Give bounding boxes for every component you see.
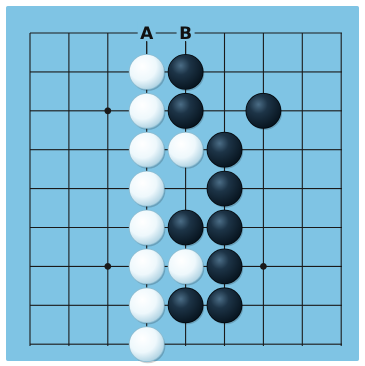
stone-body xyxy=(129,171,164,206)
stone-body xyxy=(207,171,242,206)
star-point xyxy=(104,107,111,114)
stone-body xyxy=(207,210,242,245)
column-label-b: B xyxy=(179,24,192,44)
stone-body xyxy=(129,327,164,362)
stone-body xyxy=(207,288,242,323)
star-point xyxy=(260,263,267,270)
star-point xyxy=(104,263,111,270)
stone-body xyxy=(129,249,164,284)
stone-body xyxy=(168,249,203,284)
stone-body xyxy=(168,288,203,323)
stone-body xyxy=(168,54,203,89)
column-label-a: A xyxy=(140,24,154,44)
stone-body xyxy=(246,93,281,128)
stone-body xyxy=(207,132,242,167)
stone-body xyxy=(168,210,203,245)
stone-body xyxy=(129,132,164,167)
stone-body xyxy=(129,210,164,245)
stone-body xyxy=(168,93,203,128)
stone-body xyxy=(168,132,203,167)
stone-body xyxy=(129,93,164,128)
stone-body xyxy=(129,54,164,89)
stone-body xyxy=(129,288,164,323)
stone-body xyxy=(207,249,242,284)
